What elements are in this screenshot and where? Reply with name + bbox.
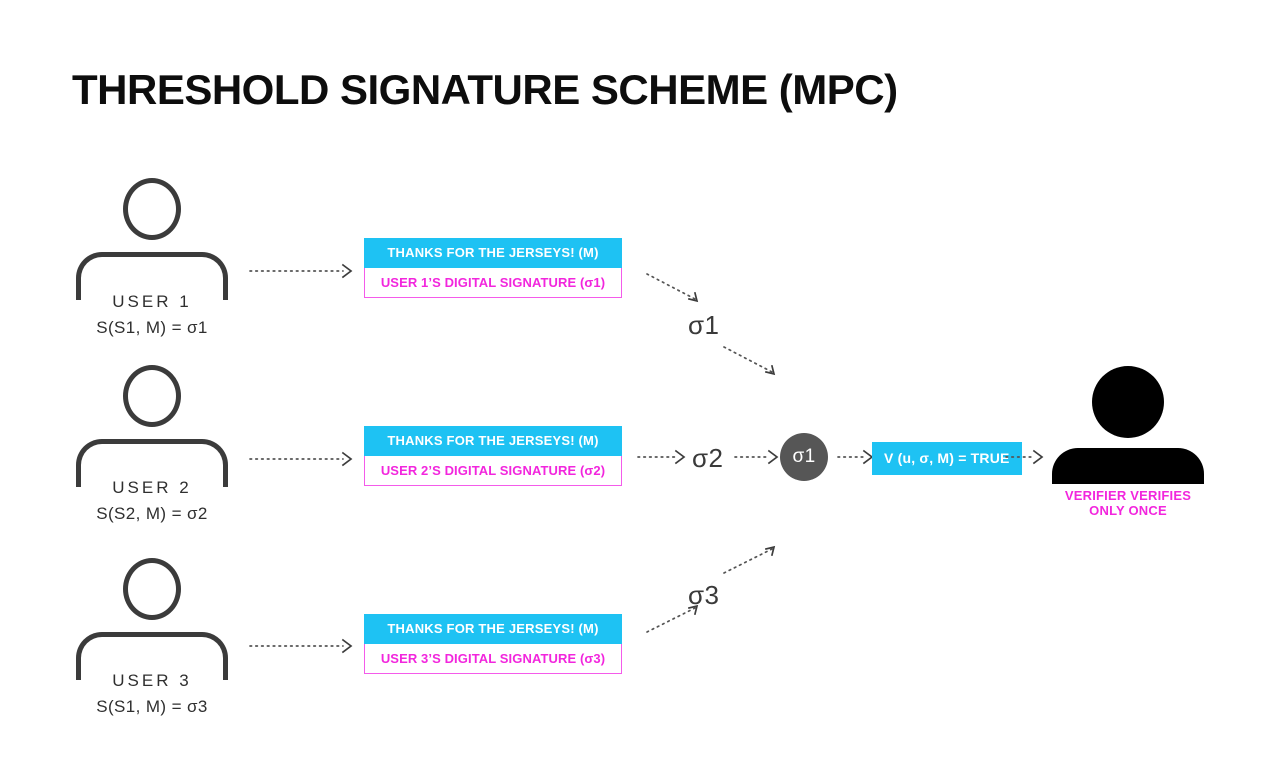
user-icon-2 — [72, 365, 232, 487]
arrow-sigma1-out — [723, 346, 776, 376]
verify-result-box: V (u, σ, M) = TRUE — [872, 442, 1022, 475]
arrow-user3-to-message — [249, 638, 353, 654]
user-caption-2: USER 2 S(S2, M) = σ2 — [22, 478, 282, 524]
verifier-caption-line-2: ONLY ONCE — [1089, 503, 1167, 518]
verifier-icon — [1048, 366, 1208, 484]
arrow-user1-to-message — [249, 263, 353, 279]
arrow-sigma2-in — [637, 449, 686, 465]
signature-text-1: USER 1’S DIGITAL SIGNATURE (σ1) — [364, 268, 622, 298]
sigma-label-1: σ1 — [688, 310, 720, 340]
message-text-2: THANKS FOR THE JERSEYS! (M) — [364, 426, 622, 456]
verifier-body-icon — [1052, 448, 1204, 484]
user-icon-1 — [72, 178, 232, 300]
aggregate-signature-node: σ1 — [780, 433, 828, 481]
user-body-icon — [76, 252, 228, 300]
arrow-user2-to-message — [249, 451, 353, 467]
signature-text-3: USER 3’S DIGITAL SIGNATURE (σ3) — [364, 644, 622, 674]
verifier-caption: VERIFIER VERIFIES ONLY ONCE — [998, 488, 1258, 518]
sigma-label-2: σ2 — [692, 443, 724, 473]
message-box-3: THANKS FOR THE JERSEYS! (M) USER 3’S DIG… — [364, 614, 622, 674]
signature-text-2: USER 2’S DIGITAL SIGNATURE (σ2) — [364, 456, 622, 486]
user-name-1: USER 1 — [112, 292, 192, 311]
user-head-icon — [123, 178, 181, 240]
message-box-1: THANKS FOR THE JERSEYS! (M) USER 1’S DIG… — [364, 238, 622, 298]
user-head-icon — [123, 365, 181, 427]
sigma-label-3: σ3 — [688, 580, 720, 610]
user-formula-1: S(S1, M) = σ1 — [96, 318, 208, 337]
user-caption-3: USER 3 S(S1, M) = σ3 — [22, 671, 282, 717]
user-body-icon — [76, 439, 228, 487]
user-name-2: USER 2 — [112, 478, 192, 497]
arrow-sigma3-out — [723, 545, 776, 574]
message-text-1: THANKS FOR THE JERSEYS! (M) — [364, 238, 622, 268]
page-title: THRESHOLD SIGNATURE SCHEME (MPC) — [72, 66, 898, 113]
user-formula-3: S(S1, M) = σ3 — [96, 697, 208, 716]
user-icon-3 — [72, 558, 232, 680]
message-box-2: THANKS FOR THE JERSEYS! (M) USER 2’S DIG… — [364, 426, 622, 486]
verifier-head-icon — [1092, 366, 1164, 438]
arrow-sigma2-to-aggregate — [734, 449, 779, 465]
verifier-caption-line-1: VERIFIER VERIFIES — [1064, 488, 1192, 503]
user-caption-1: USER 1 S(S1, M) = σ1 — [22, 292, 282, 338]
user-name-3: USER 3 — [112, 671, 192, 690]
user-head-icon — [123, 558, 181, 620]
user-body-icon — [76, 632, 228, 680]
message-text-3: THANKS FOR THE JERSEYS! (M) — [364, 614, 622, 644]
arrow-sigma1-in — [646, 273, 699, 303]
user-formula-2: S(S2, M) = σ2 — [96, 504, 208, 523]
